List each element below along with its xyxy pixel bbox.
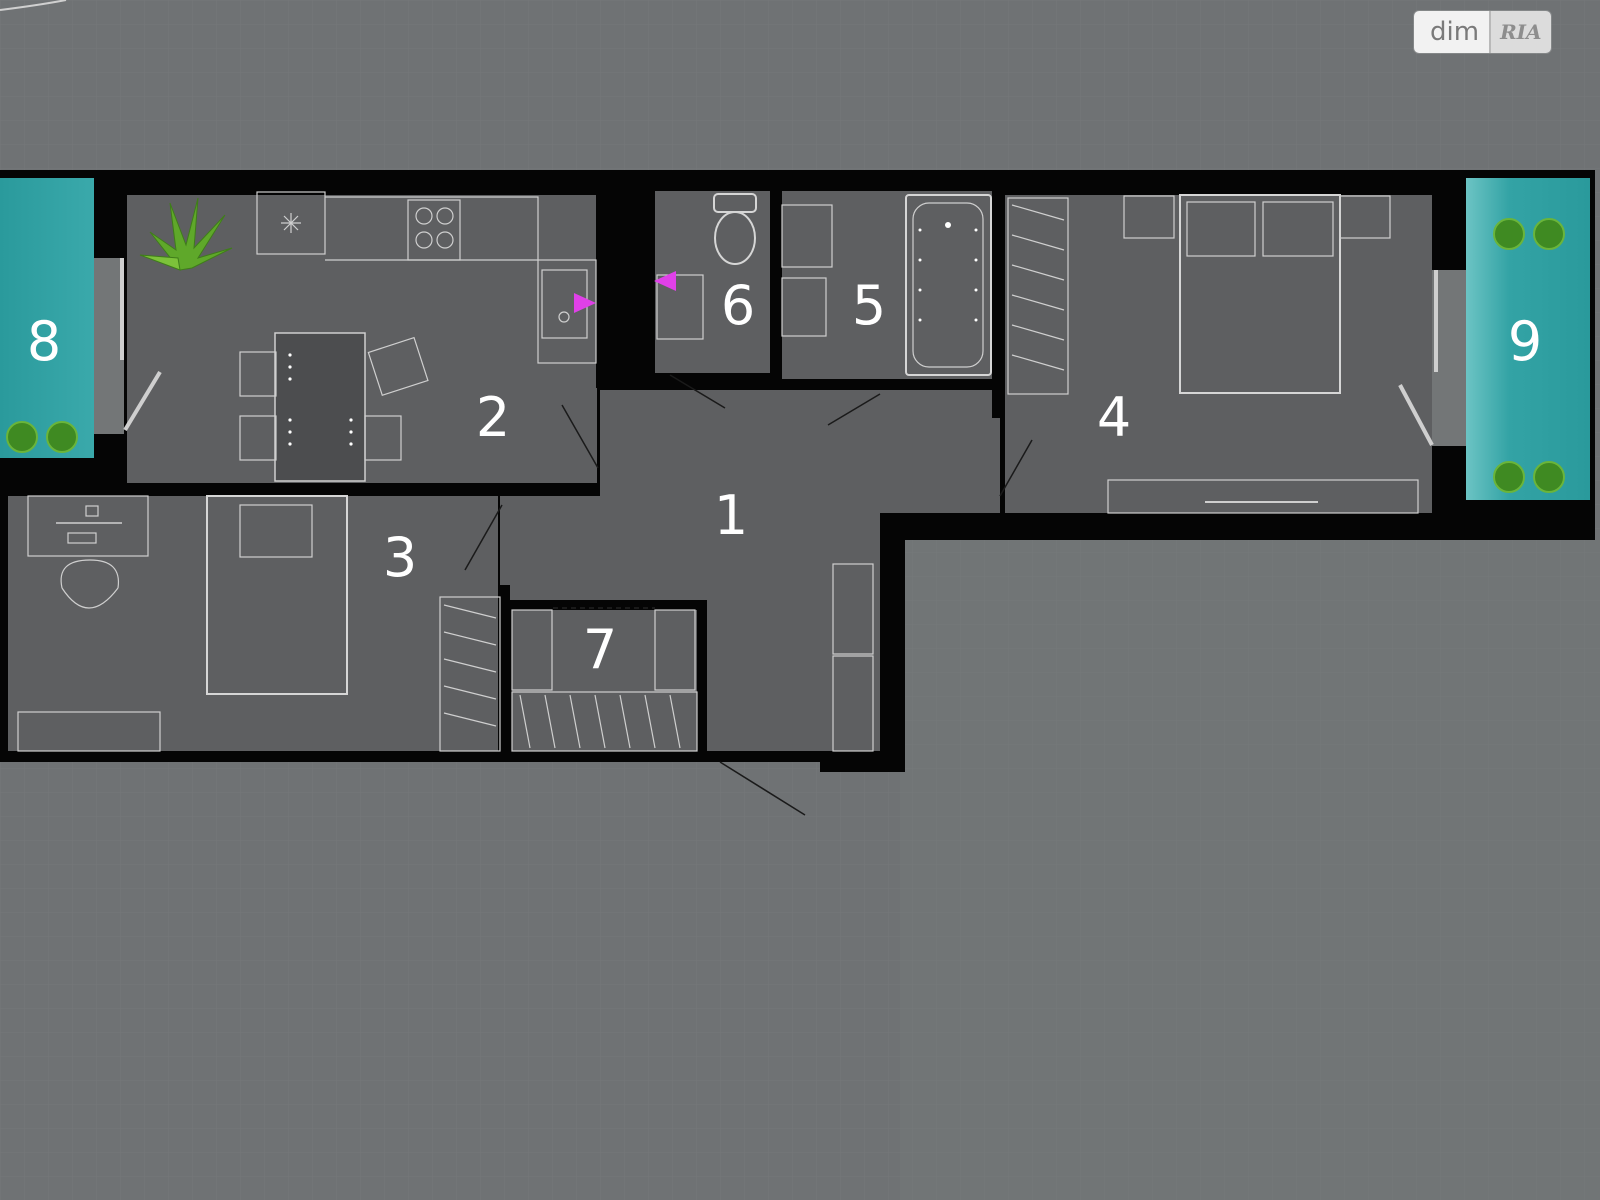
room-floors [8, 191, 1432, 751]
room-label-4: 4 [1097, 386, 1131, 449]
stove-burners [415, 207, 454, 249]
kitchen-furniture [139, 191, 597, 482]
room-label-5: 5 [852, 274, 886, 337]
marker-arrow-icon [574, 293, 596, 313]
bathtub-icon [905, 194, 992, 376]
watermark-logo: dim RIA [1414, 11, 1551, 53]
armchair-icon [60, 559, 120, 609]
interior-walls [0, 178, 1466, 760]
hallway-cabinet [832, 563, 874, 655]
balcony-doors [120, 258, 1438, 446]
desk-icon [27, 495, 149, 557]
watermark-brand: dim [1414, 11, 1490, 53]
balcony-plants [6, 218, 1565, 493]
room-label-8: 8 [27, 310, 61, 373]
dining-table [274, 332, 366, 482]
room-label-2: 2 [476, 386, 510, 449]
bedroom-3-furniture [17, 495, 348, 752]
snowflake-icon [281, 213, 301, 233]
door-swings [464, 374, 1033, 816]
bed-icon [1107, 194, 1419, 514]
room-label-1: 1 [714, 484, 748, 547]
balcony-8 [0, 178, 94, 458]
room-label-7: 7 [583, 618, 617, 681]
room-label-9: 9 [1508, 310, 1542, 373]
wardrobe-icon [439, 197, 1069, 752]
sink-icon-6 [656, 274, 704, 340]
compass-arc [0, 0, 67, 11]
marker-arrow-icon-2 [654, 271, 676, 291]
toilet-icon [713, 193, 757, 265]
watermark-badge: RIA [1489, 11, 1551, 53]
room-label-6: 6 [721, 274, 755, 337]
plant-icon [139, 197, 233, 271]
stove-icon [407, 199, 461, 261]
washing-machine [781, 204, 833, 268]
balcony-9 [1466, 178, 1590, 500]
room-label-3: 3 [383, 526, 417, 589]
